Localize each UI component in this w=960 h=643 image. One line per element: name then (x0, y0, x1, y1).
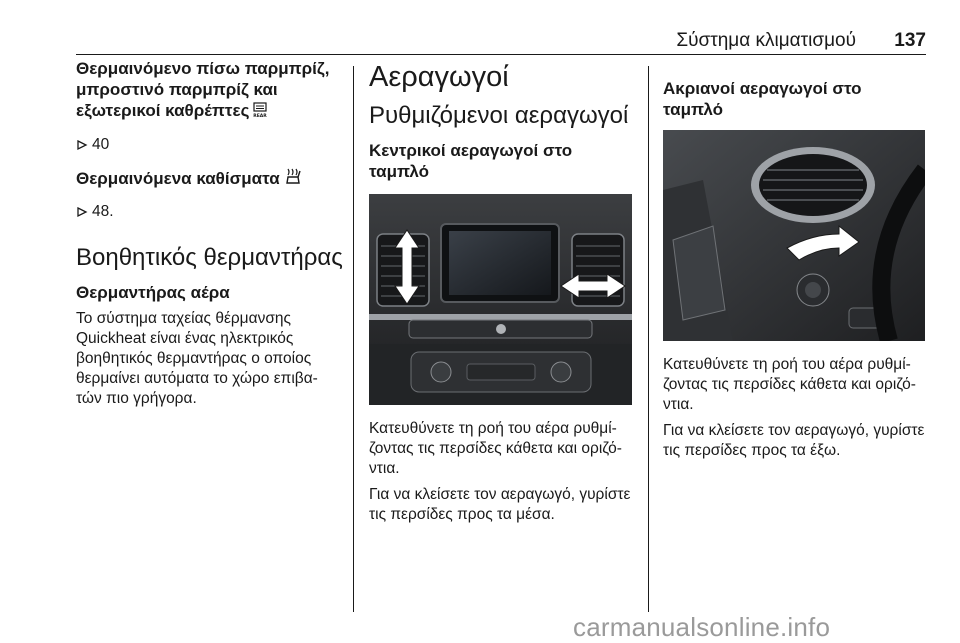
column-2: Αεραγωγοί Ρυθμιζόμενοι αεραγωγοί Κεντρικ… (369, 58, 633, 525)
text-line: τών πιο γρήγορα. (76, 390, 197, 407)
text-line: ντια. (369, 460, 400, 477)
auxiliary-heater-heading: Βοηθητικός θερμαντήρας (76, 244, 343, 271)
text-line: ντια. (663, 396, 694, 413)
heated-window-heading: Θερμαινόμενο πίσω παρμπρίζ, μπροστινό πα… (76, 58, 344, 123)
watermark: carmanualsonline.info (573, 612, 831, 642)
heated-window-reference[interactable]: 40 (76, 135, 344, 155)
text-line: τις περσίδες προς τα έξω. (663, 442, 841, 459)
svg-text:REAR: REAR (254, 113, 268, 118)
page-number: 137 (894, 30, 926, 51)
rear-window-heater-icon: REAR (253, 102, 268, 123)
text-line: Το σύστημα ταχείας θέρμανσης (76, 310, 291, 327)
text-line: Για να κλείσετε τον αεραγωγό, γυρίστε (369, 486, 631, 503)
text-line: Κατευθύνετε τη ροή του αέρα ρυθμί- (663, 356, 911, 373)
text-line: Quickheat είναι ένας ηλεκτρικός (76, 330, 294, 347)
seat-heater-icon (284, 167, 302, 190)
page-header: Σύστημα κλιματισμού 137 (76, 30, 926, 54)
text-line: ζοντας τις περσίδες κάθετα και οριζό- (663, 376, 916, 393)
side-vents-paragraph-2: Για να κλείσετε τον αεραγωγό, γυρίστε τι… (663, 421, 925, 461)
heading-text: Θερμαινόμενα καθίσματα (76, 169, 280, 188)
heated-seats-reference[interactable]: 48. (76, 202, 344, 222)
text-line: βοηθητικός θερμαντήρας ο οποίος (76, 350, 312, 367)
air-heater-subheading: Θερμαντήρας αέρα (76, 283, 230, 302)
side-vents-subheading: Ακριανοί αεραγωγοί στο ταμπλό (663, 79, 862, 119)
air-vents-heading: Αεραγωγοί (369, 61, 509, 93)
heated-seats-heading: Θερμαινόμενα καθίσματα (76, 167, 344, 190)
center-vents-paragraph-1: Κατευθύνετε τη ροή του αέρα ρυθμί- ζοντα… (369, 419, 633, 479)
column-1: Θερμαινόμενο πίσω παρμπρίζ, μπροστινό πα… (76, 58, 344, 409)
text-line: Για να κλείσετε τον αεραγωγό, γυρίστε (663, 422, 925, 439)
text-line: ζοντας τις περσίδες κάθετα και οριζό- (369, 440, 622, 457)
heading-line: εξωτερικοί καθρέπτες (76, 101, 250, 120)
text-line: θερμαίνει αυτόματα το χώρο επιβα- (76, 370, 318, 387)
center-vents-paragraph-2: Για να κλείσετε τον αεραγωγό, γυρίστε τι… (369, 485, 633, 525)
page-reference-arrow-icon (76, 206, 88, 218)
column-3: Ακριανοί αεραγωγοί στο ταμπλό (663, 58, 925, 461)
heading-line: Θερμαινόμενο πίσω παρμπρίζ, (76, 59, 330, 78)
reference-page: 48. (92, 203, 114, 220)
side-vents-paragraph-1: Κατευθύνετε τη ροή του αέρα ρυθμί- ζοντα… (663, 355, 925, 415)
header-rule (76, 54, 926, 55)
adjustable-vents-heading: Ρυθμιζόμενοι αεραγωγοί (369, 102, 629, 129)
text-line: Κατευθύνετε τη ροή του αέρα ρυθμί- (369, 420, 617, 437)
center-vents-illustration (369, 194, 632, 405)
text-line: τις περσίδες προς τα μέσα. (369, 506, 555, 523)
reference-page: 40 (92, 136, 110, 153)
column-divider-left (353, 66, 354, 612)
header-title: Σύστημα κλιματισμού (676, 30, 856, 51)
center-vents-subheading: Κεντρικοί αεραγωγοί στο ταμπλό (369, 141, 573, 181)
page-reference-arrow-icon (76, 139, 88, 151)
heading-line: μπροστινό παρμπρίζ και (76, 80, 278, 99)
column-divider-right (648, 66, 649, 612)
side-vents-illustration (663, 130, 925, 341)
air-heater-paragraph: Το σύστημα ταχείας θέρμανσης Quickheat ε… (76, 309, 344, 409)
